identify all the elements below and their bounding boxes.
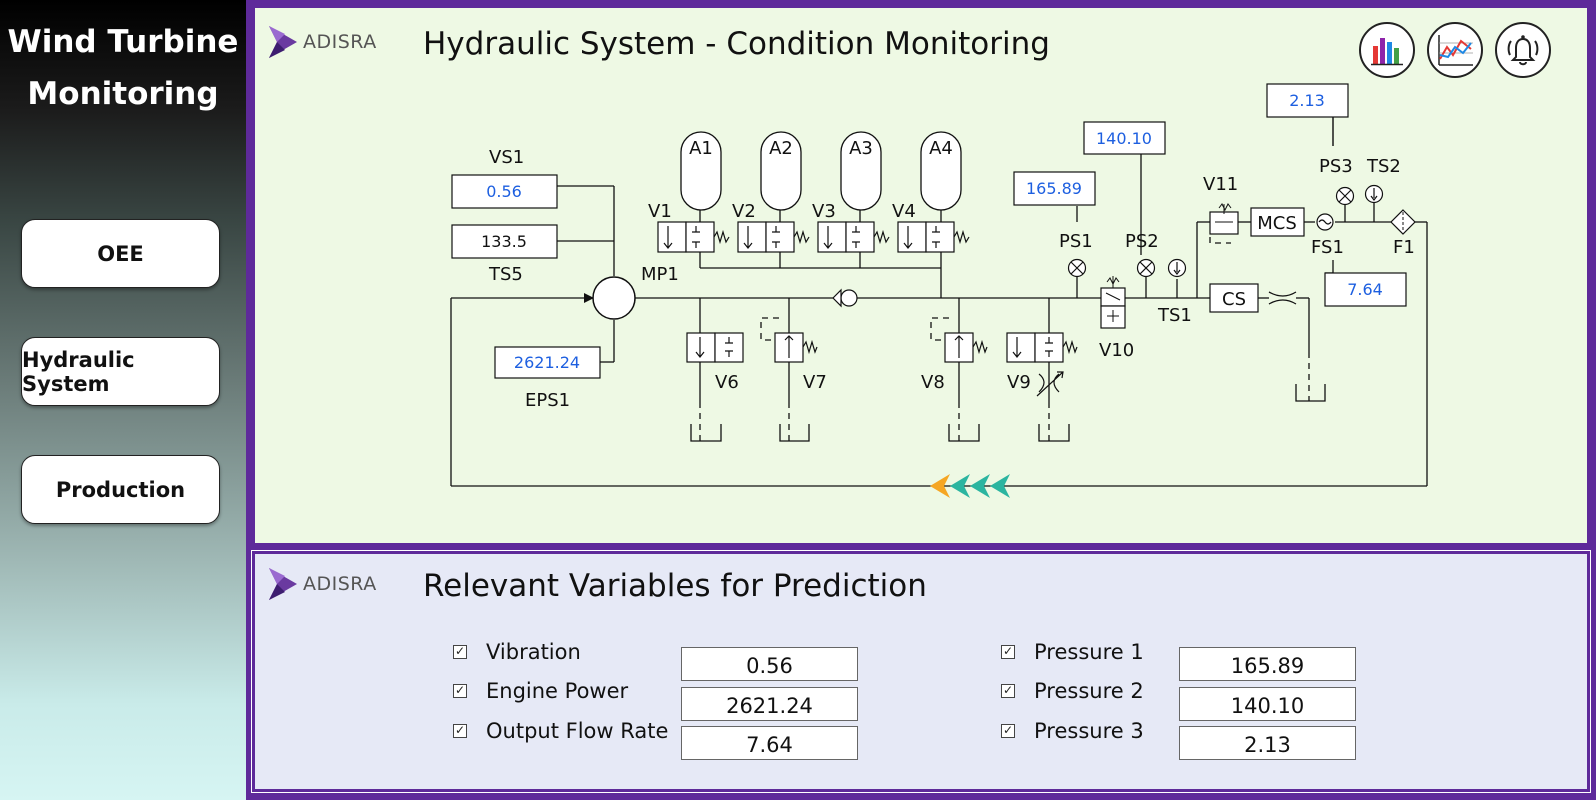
ps1-label: PS1 — [1059, 231, 1093, 252]
flow-direction-arrows — [930, 474, 1010, 498]
vibration-checkbox[interactable]: ✓ — [453, 644, 467, 659]
trend-chart-icon — [1438, 35, 1473, 66]
ts1-label: TS1 — [1157, 305, 1192, 326]
valve-v1-label: V1 — [648, 201, 672, 222]
fs1-value: 7.64 — [1347, 280, 1383, 299]
eps1-label: EPS1 — [525, 390, 570, 411]
pressure-1-label: Pressure 1 — [1034, 640, 1144, 664]
accumulator-a2-label: A2 — [769, 138, 793, 159]
accumulator-a4-label: A4 — [929, 138, 953, 159]
hydraulic-diagram-panel: ADISRA Hydraulic System - Condition Moni… — [252, 5, 1590, 546]
ps2-value: 140.10 — [1096, 129, 1152, 148]
variable-row-vibration: ✓ Vibration — [453, 635, 581, 669]
nav-hydraulic-system-button[interactable]: Hydraulic System — [21, 337, 220, 406]
app-title: Wind Turbine Monitoring — [0, 16, 246, 120]
vibration-value: 0.56 — [681, 647, 858, 681]
app-title-line1: Wind Turbine — [7, 24, 239, 60]
variable-row-output-flow-rate: ✓ Output Flow Rate — [453, 714, 668, 748]
bar-chart-icon — [1371, 38, 1403, 66]
bar-chart-button[interactable] — [1359, 22, 1415, 78]
engine-power-value: 2621.24 — [681, 687, 858, 721]
prediction-title: Relevant Variables for Prediction — [423, 568, 927, 604]
accumulator-a1-label: A1 — [689, 138, 713, 159]
variable-row-pressure-3: ✓ Pressure 3 — [1001, 714, 1144, 748]
trend-chart-button[interactable] — [1427, 22, 1483, 78]
valve-v9-label: V9 — [1007, 372, 1031, 393]
ps3-value: 2.13 — [1289, 91, 1325, 110]
adisra-logo-bottom: ADISRA — [267, 566, 377, 602]
prediction-variables-panel: ADISRA Relevant Variables for Prediction… — [251, 550, 1591, 793]
cs-label: CS — [1222, 289, 1246, 310]
pressure-3-checkbox[interactable]: ✓ — [1001, 723, 1015, 738]
accumulator-a3-label: A3 — [849, 138, 873, 159]
pressure-2-label: Pressure 2 — [1034, 679, 1144, 703]
variable-row-pressure-2: ✓ Pressure 2 — [1001, 674, 1144, 708]
pressure-2-value: 140.10 — [1179, 687, 1356, 721]
app-title-line2: Monitoring — [27, 76, 219, 112]
alarm-button[interactable] — [1495, 22, 1551, 78]
pressure-1-checkbox[interactable]: ✓ — [1001, 644, 1015, 659]
logo-text: ADISRA — [303, 573, 377, 595]
ts5-label: TS5 — [488, 264, 523, 285]
adisra-logo: ADISRA — [267, 24, 377, 60]
engine-power-checkbox[interactable]: ✓ — [453, 683, 467, 698]
page-title: Hydraulic System - Condition Monitoring — [423, 26, 1050, 62]
ts2-label: TS2 — [1366, 156, 1401, 177]
engine-power-label: Engine Power — [486, 679, 629, 703]
eps1-value: 2621.24 — [514, 353, 580, 372]
pressure-2-checkbox[interactable]: ✓ — [1001, 683, 1015, 698]
sidebar: Wind Turbine Monitoring OEE Hydraulic Sy… — [0, 0, 246, 800]
output-flow-rate-checkbox[interactable]: ✓ — [453, 723, 467, 738]
ps1-value: 165.89 — [1026, 179, 1082, 198]
valve-v6-label: V6 — [715, 372, 739, 393]
hydraulic-schematic: MP1 VS1 0.56 133.5 TS5 2621.24 EPS1 A1 A… — [450, 83, 1428, 498]
ps2-label: PS2 — [1125, 231, 1159, 252]
valve-v8-label: V8 — [921, 372, 945, 393]
vibration-label: Vibration — [486, 640, 581, 664]
f1-label: F1 — [1393, 237, 1415, 258]
valve-v3-label: V3 — [812, 201, 836, 222]
alarm-bell-icon — [1507, 35, 1539, 66]
nav-production-button[interactable]: Production — [21, 455, 220, 524]
ts5-value: 133.5 — [481, 232, 527, 251]
ps3-label: PS3 — [1319, 156, 1353, 177]
valve-v10-label: V10 — [1099, 340, 1134, 361]
nav-oee-button[interactable]: OEE — [21, 219, 220, 288]
mp1-label: MP1 — [641, 264, 679, 285]
output-flow-rate-value: 7.64 — [681, 726, 858, 760]
variable-row-engine-power: ✓ Engine Power — [453, 674, 628, 708]
vs1-value: 0.56 — [486, 182, 522, 201]
pressure-3-label: Pressure 3 — [1034, 719, 1144, 743]
mcs-label: MCS — [1257, 213, 1297, 234]
variable-row-pressure-1: ✓ Pressure 1 — [1001, 635, 1144, 669]
logo-text: ADISRA — [303, 31, 377, 53]
adisra-logo-icon — [269, 26, 297, 58]
vs1-label: VS1 — [489, 147, 524, 168]
adisra-logo-icon — [269, 568, 297, 600]
valve-v11-label: V11 — [1203, 174, 1238, 195]
pressure-1-value: 165.89 — [1179, 647, 1356, 681]
fs1-label: FS1 — [1311, 237, 1344, 258]
valve-v7-label: V7 — [803, 372, 827, 393]
output-flow-rate-label: Output Flow Rate — [486, 719, 669, 743]
valve-v4-label: V4 — [892, 201, 916, 222]
valve-v2-label: V2 — [732, 201, 756, 222]
pressure-3-value: 2.13 — [1179, 726, 1356, 760]
